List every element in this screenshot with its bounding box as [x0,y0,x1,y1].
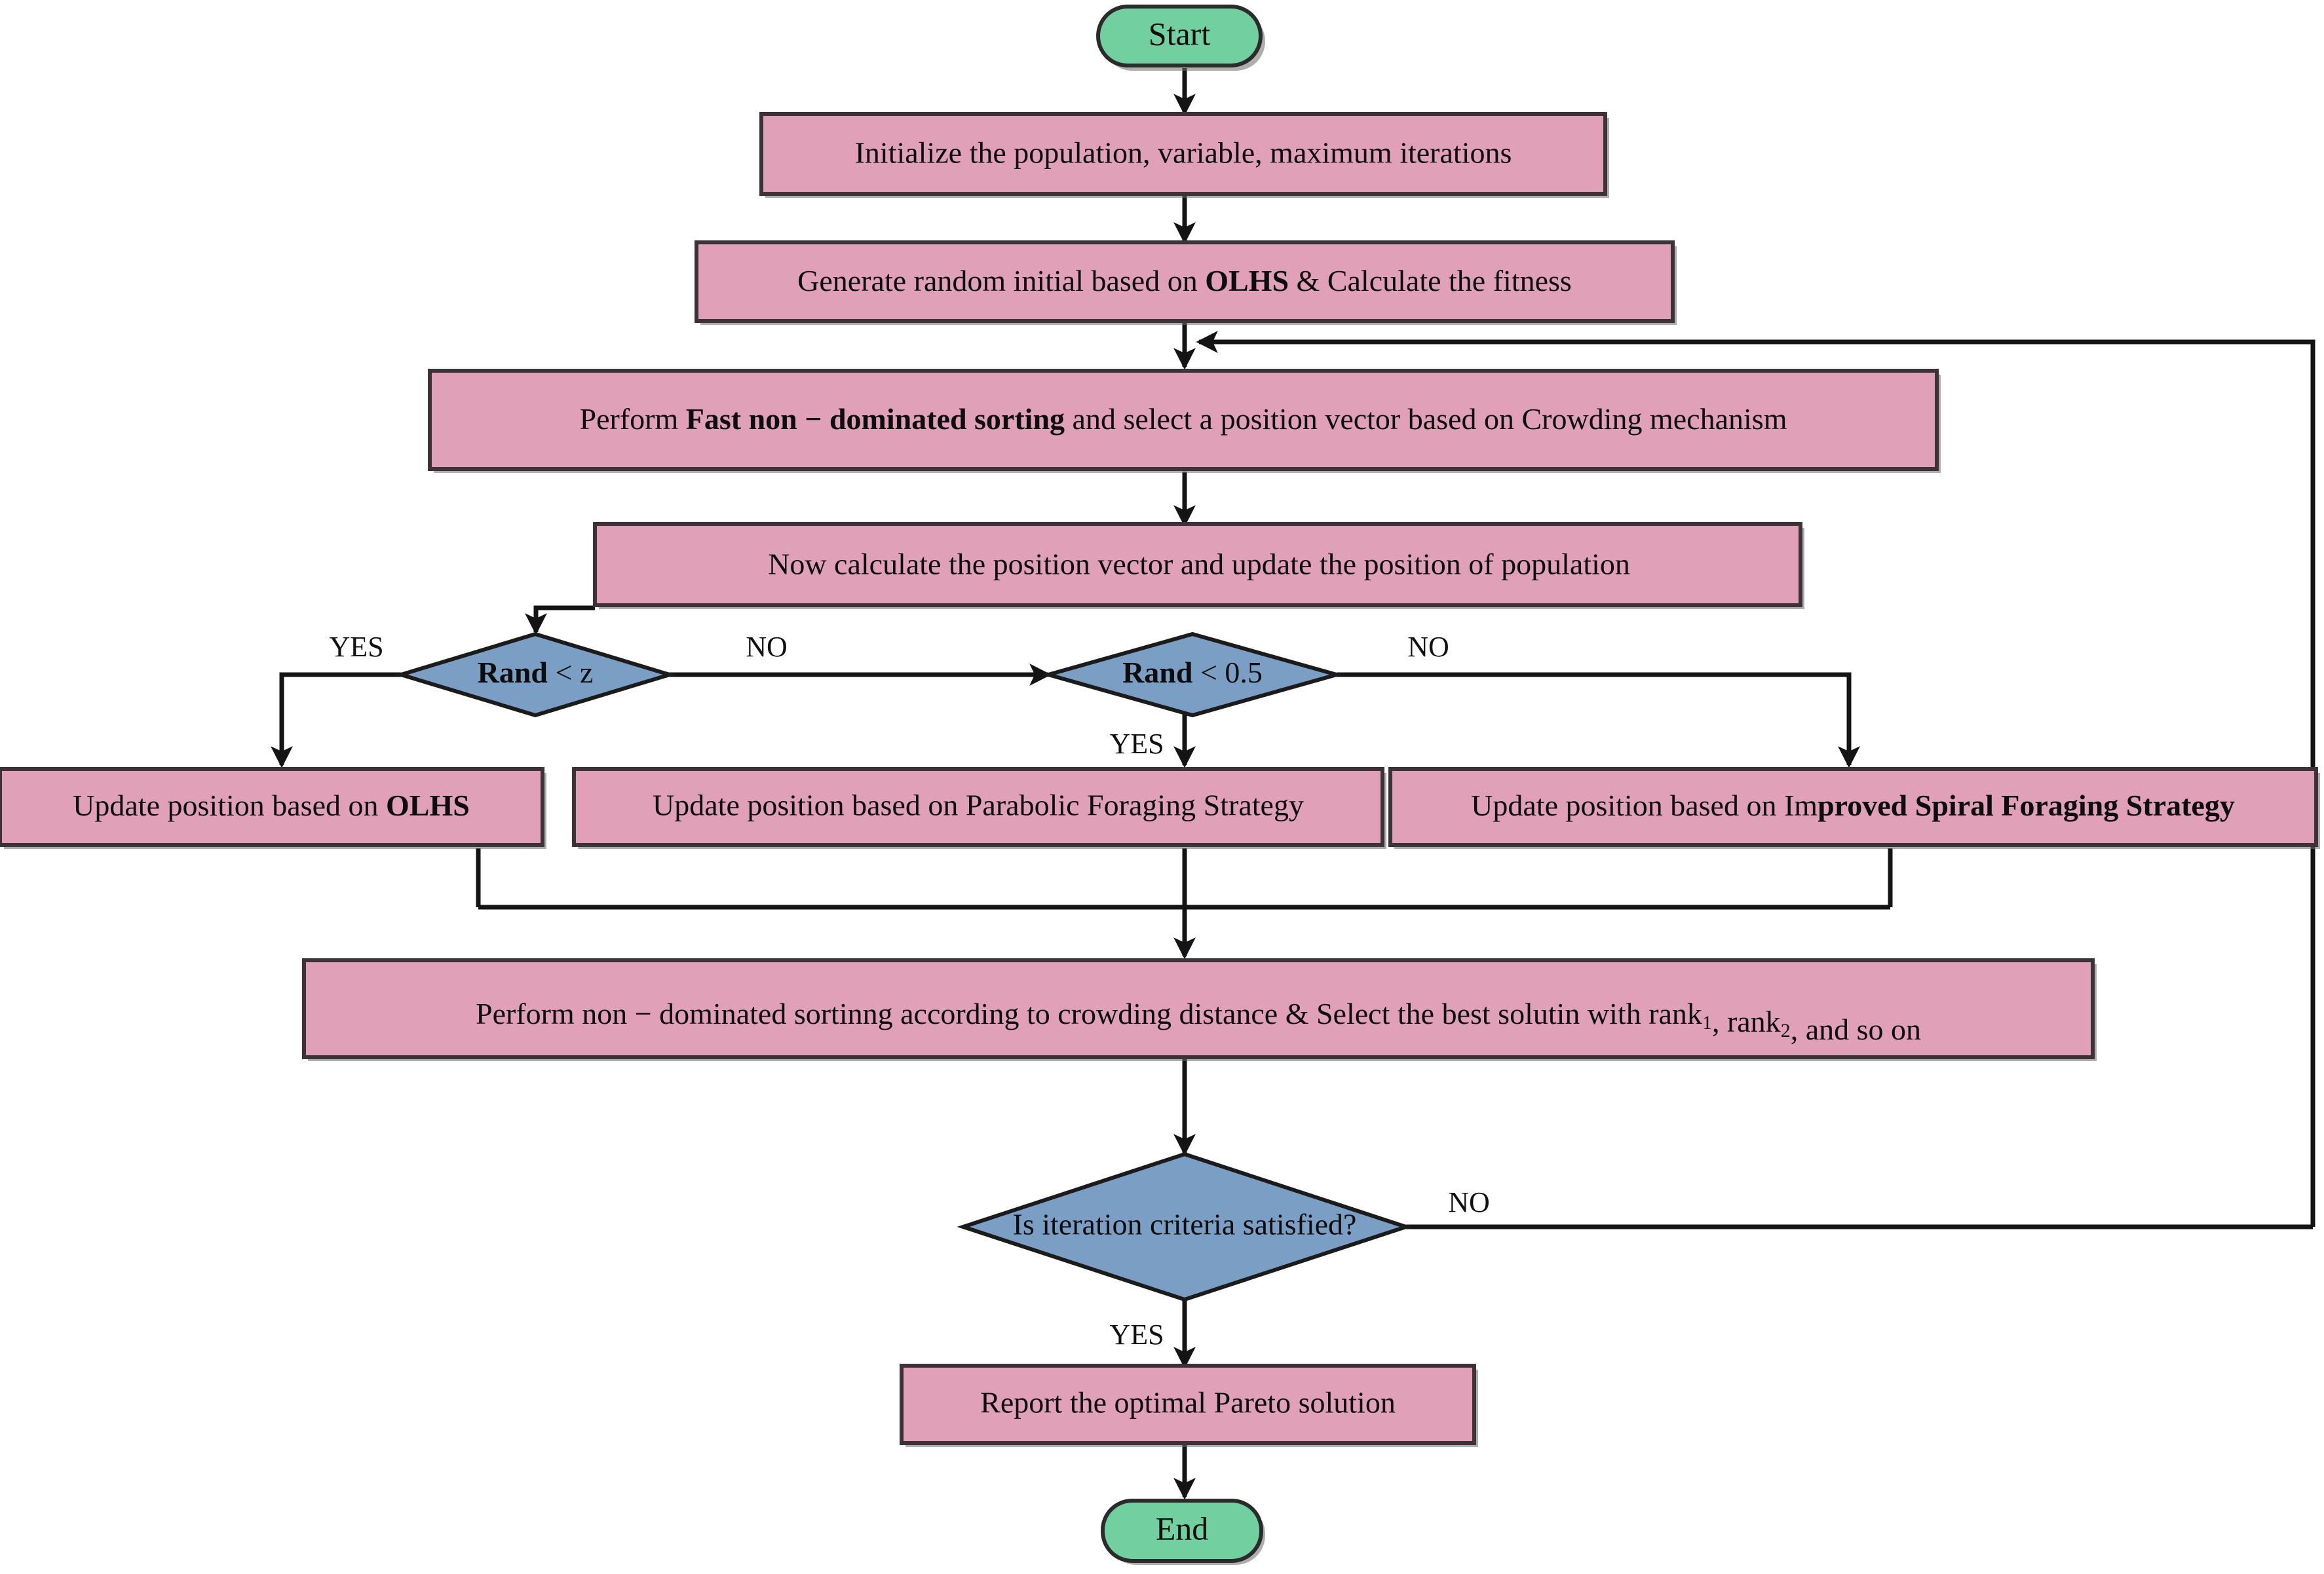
decision-rand-z-shape [394,631,677,718]
decision-rand-05-label: Rand < 0.5 [1122,656,1263,689]
end-label: End [1156,1510,1209,1546]
start-shape [1096,5,1263,67]
edge-feedback-loop-to-fastsort [1196,331,2315,1227]
iteration-check-label: Is iteration criteria satisfied? [1013,1208,1357,1241]
node-update-olhs[interactable]: Update position based on OLHS [0,767,546,849]
node-nondominated-rank[interactable]: Perform non − dominated sortinng accordi… [302,958,2097,1061]
generate-label: Generate random initial based on OLHS & … [797,264,1572,297]
fast-sort-shape [428,369,1939,471]
generate-shape [695,240,1675,323]
node-decision-rand-z[interactable]: Rand < z [394,631,677,718]
nondominated-rank-shape [302,958,2095,1059]
update-parabolic-label: Update position based on Parabolic Forag… [653,789,1304,822]
node-update-parabolic[interactable]: Update position based on Parabolic Forag… [572,767,1386,849]
edge-label-rand05-yes: YES [1109,728,1164,760]
nondominated-rank-label: Perform non − dominated sortinng accordi… [476,997,1921,1046]
update-parabolic-shape [572,767,1384,847]
edge-label-randz-no: NO [746,631,788,663]
node-start[interactable]: Start [1096,5,1265,71]
update-olhs-label: Update position based on OLHS [73,789,470,822]
end-shape [1101,1499,1263,1563]
edge-label-iteration-no: NO [1448,1186,1490,1218]
edge-calcposition-to-randz [525,605,595,635]
edge-randz-yes-to-updateolhs [271,672,401,768]
edge-layer [271,68,2315,1500]
decision-rand-05-shape [1040,631,1344,718]
calc-position-label: Now calculate the position vector and up… [768,548,1630,581]
node-calc-position[interactable]: Now calculate the position vector and up… [593,522,1804,609]
update-olhs-shape [0,767,544,847]
initialize-label: Initialize the population, variable, max… [855,136,1512,170]
edge-rand05-no-to-spiral [1337,672,1860,768]
update-spiral-shape [1388,767,2318,847]
edge-label-rand05-no: NO [1407,631,1449,663]
report-label: Report the optimal Pareto solution [980,1386,1396,1419]
node-fast-sort[interactable]: Perform Fast non − dominated sorting and… [428,369,1941,473]
node-report[interactable]: Report the optimal Pareto solution [900,1364,1478,1447]
report-shape [900,1364,1476,1445]
node-decision-rand-05[interactable]: Rand < 0.5 [1040,631,1344,718]
edge-label-randz-yes: YES [329,631,383,663]
node-initialize[interactable]: Initialize the population, variable, max… [759,112,1609,198]
node-iteration-check[interactable]: Is iteration criteria satisfied? [957,1152,1413,1302]
node-end[interactable]: End [1101,1499,1265,1565]
initialize-shape [759,112,1607,196]
edge-label-iteration-yes: YES [1109,1319,1164,1351]
start-label: Start [1149,15,1211,52]
calc-position-shape [593,522,1802,607]
iteration-check-shape [957,1152,1413,1302]
node-update-spiral[interactable]: Update position based on Improved Spiral… [1388,767,2320,849]
edge-label-layer: YES NO NO YES NO YES [329,631,1489,1351]
update-spiral-label: Update position based on Improved Spiral… [1471,789,2235,822]
fast-sort-label: Perform Fast non − dominated sorting and… [580,402,1787,436]
decision-rand-z-label: Rand < z [478,656,594,689]
node-generate[interactable]: Generate random initial based on OLHS & … [695,240,1677,325]
